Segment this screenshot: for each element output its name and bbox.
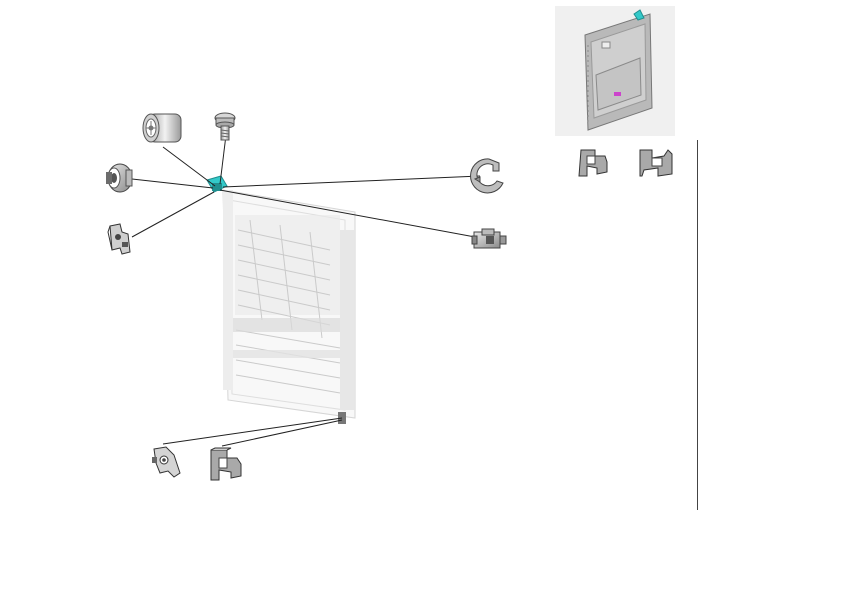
- leader-line-e-ring: [222, 175, 481, 188]
- leader-line-hinge: [162, 417, 343, 445]
- divider-line: [697, 140, 698, 510]
- clip-icon: [578, 149, 608, 177]
- leader-line-bracket: [131, 191, 215, 238]
- hinge-icon: [152, 446, 181, 478]
- bushing-icon: [142, 113, 182, 143]
- clip-icon: [210, 447, 242, 481]
- pulley-icon: [106, 163, 133, 193]
- leader-line-pulley: [131, 178, 214, 189]
- bracket-icon: [107, 223, 131, 255]
- highlight-marker: [614, 92, 621, 96]
- leader-lines: [131, 134, 481, 447]
- clip-icon: [639, 149, 673, 177]
- leader-line-screw: [219, 134, 227, 185]
- printer-thumbnail: [584, 9, 653, 131]
- door-assembly: [222, 189, 356, 419]
- connector-icon: [471, 228, 507, 249]
- leader-line-bushing: [162, 146, 216, 187]
- leader-line-clip: [221, 419, 343, 447]
- screw-icon: [214, 112, 236, 141]
- leader-line-connector: [219, 189, 476, 238]
- mount-point-highlight: [206, 175, 228, 193]
- e-ring-icon: [470, 158, 504, 194]
